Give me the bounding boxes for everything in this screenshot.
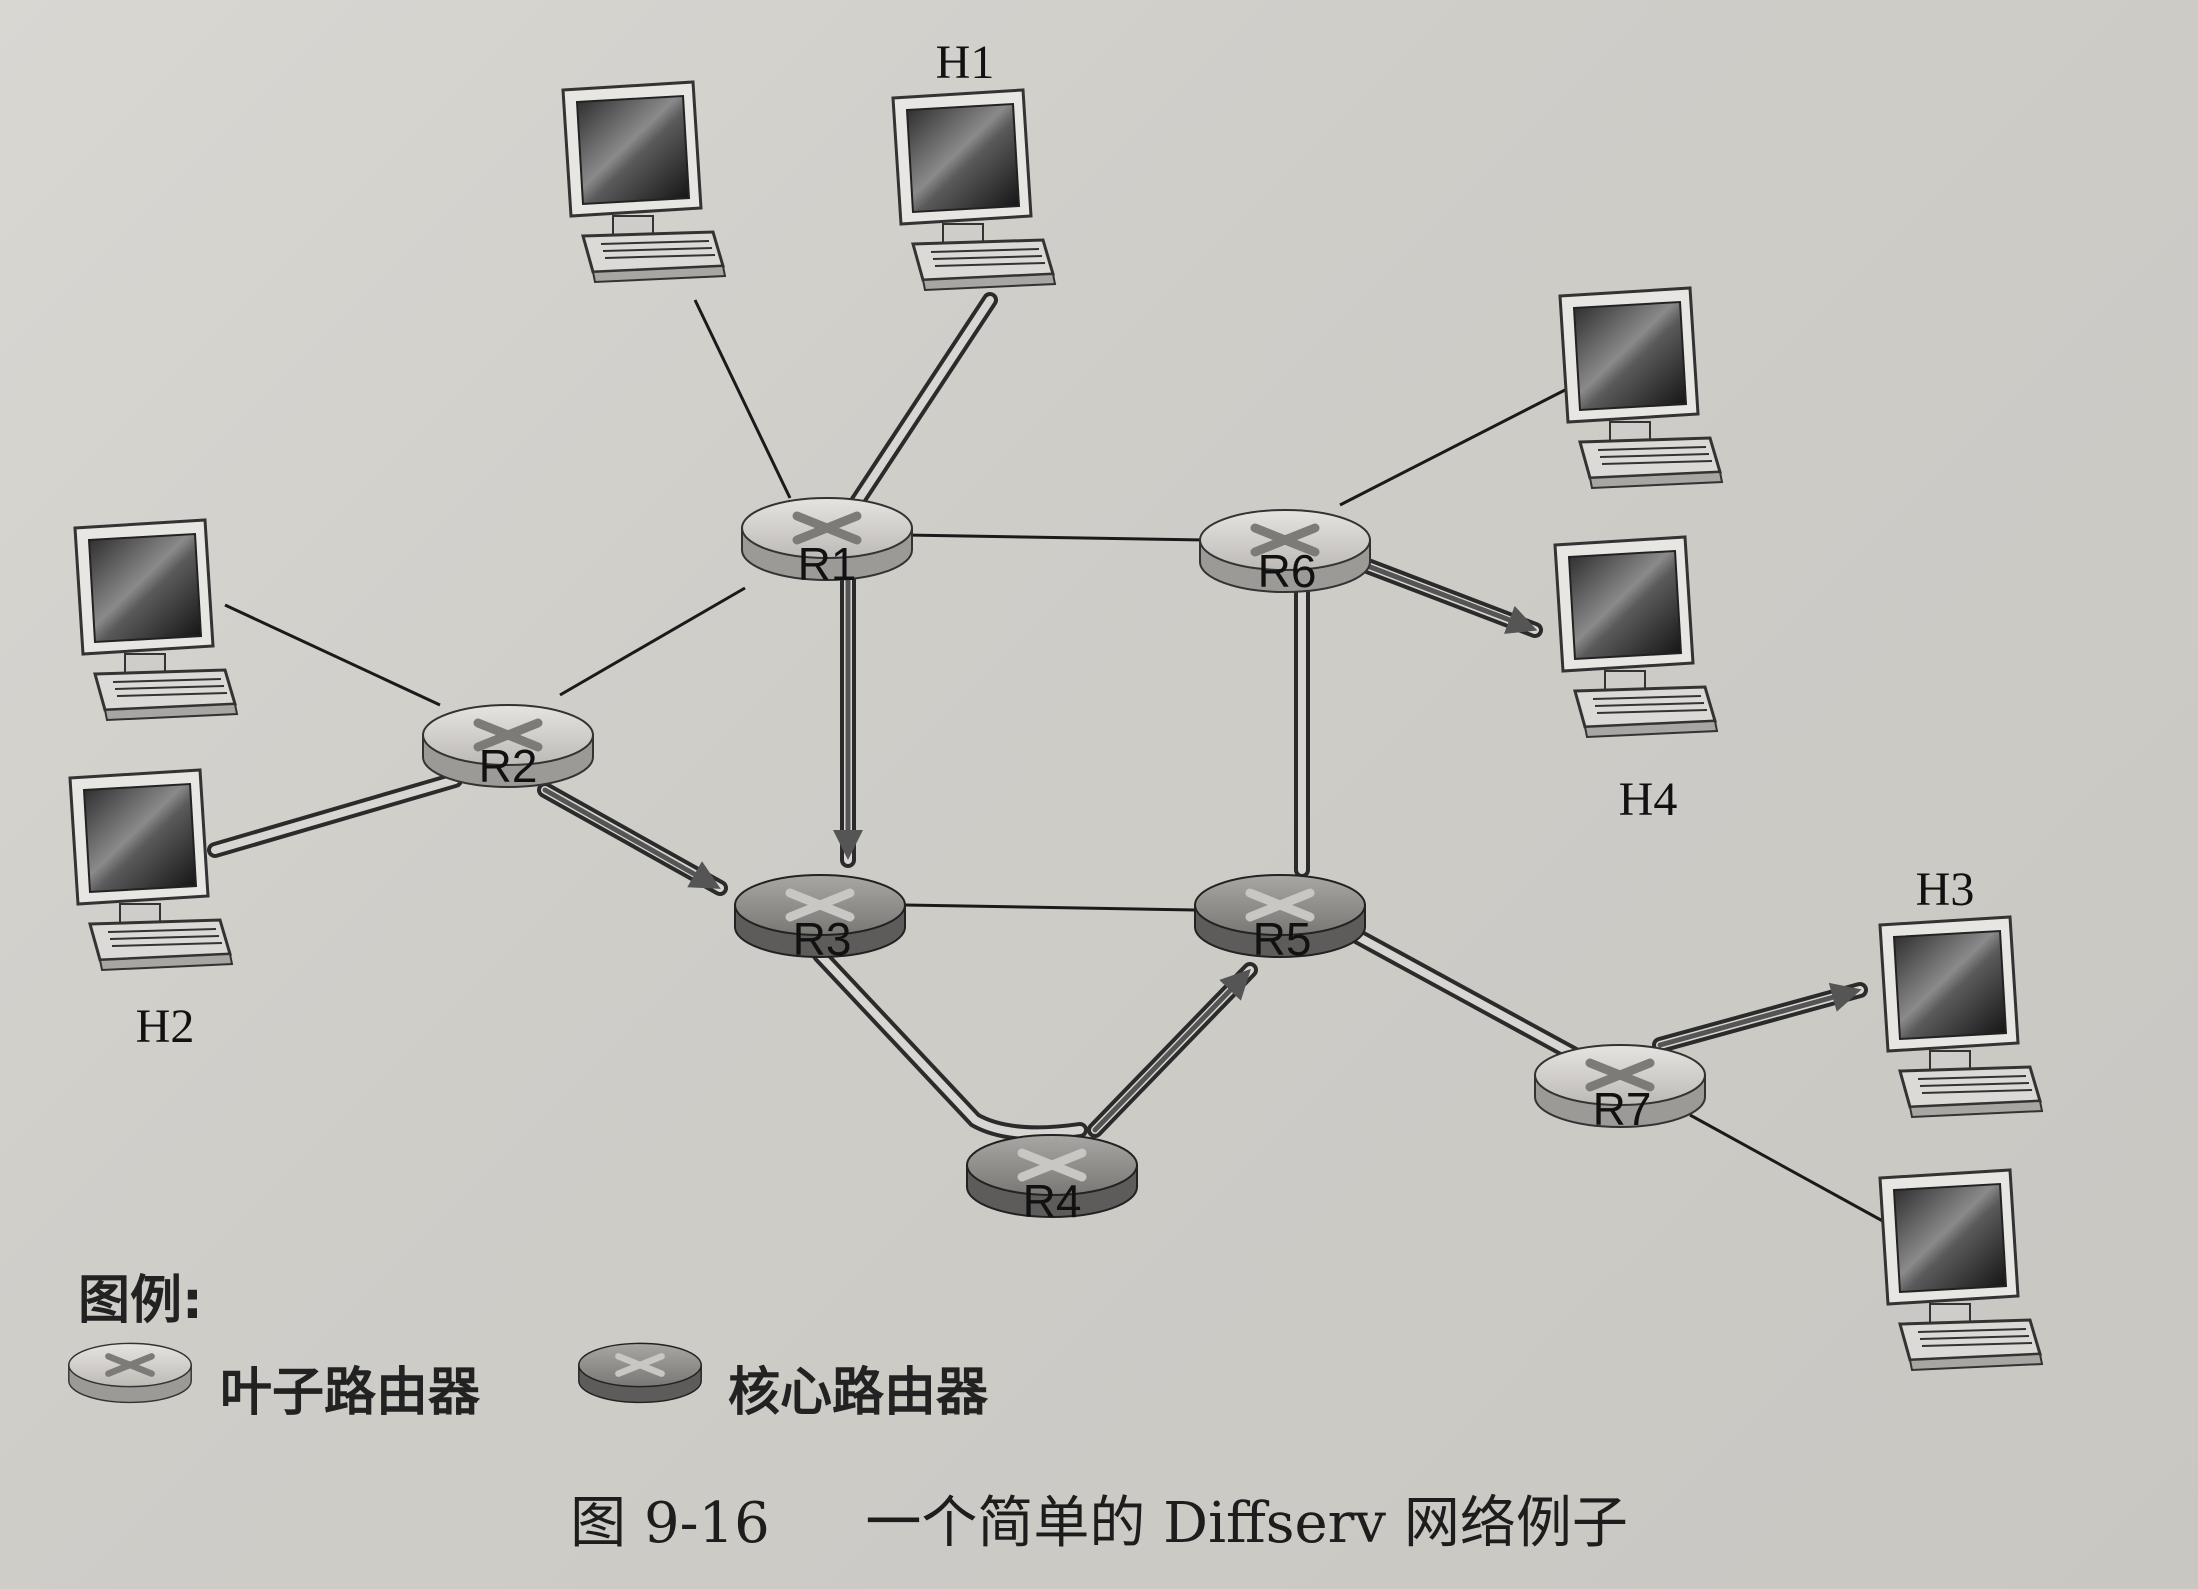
host-labels: H1 H2 H3 H4 [136,36,1975,1053]
links [224,299,1891,1227]
legend-core-router-icon [579,1343,701,1402]
computer-icon [1878,915,2044,1119]
link-r3-r5 [904,903,1196,912]
host-label-h3: H3 [1916,863,1975,916]
computer-icon [68,768,234,972]
link-r1-r2 [559,586,746,697]
flows [207,292,1868,1142]
router-label-r4: R4 [1023,1175,1082,1227]
flow-r3-r4 [812,947,1088,1142]
computer-icon [1878,1168,2044,1372]
caption-text: 一个简单的 Diffserv 网络例子 [865,1491,1628,1556]
routers [423,498,1705,1217]
link-r1-r6 [904,533,1206,542]
link-r6-hostC [1339,388,1566,507]
router-label-r2: R2 [479,740,538,792]
router-label-r1: R1 [798,538,857,590]
link-r2-hostB [224,603,441,707]
computer-icon [1558,286,1724,490]
legend-title: 图例: [78,1271,203,1331]
computer-icon [891,88,1057,292]
router-label-r3: R3 [793,913,852,965]
router-label-r7: R7 [1593,1083,1652,1135]
link-r7-hostD [1689,1113,1891,1227]
figure-caption: 图 9-16 一个简单的 Diffserv 网络例子 [0,1478,2198,1559]
legend-edge-router-icon [69,1343,191,1402]
computer-icon [561,80,727,284]
host-label-h4: H4 [1619,773,1678,826]
router-label-r6: R6 [1258,545,1317,597]
host-label-h1: H1 [936,36,995,89]
computer-icon [1553,535,1719,739]
host-label-h2: H2 [136,1000,195,1053]
caption-number: 图 9-16 [570,1491,770,1556]
computer-icon [73,518,239,722]
legend-edge-label: 叶子路由器 [220,1363,481,1423]
router-label-r5: R5 [1253,913,1312,965]
legend-core-label: 核心路由器 [728,1363,989,1423]
link-r1-hostA [693,299,792,499]
router-labels: R1 R2 R3 R4 R5 R6 R7 [479,538,1652,1227]
